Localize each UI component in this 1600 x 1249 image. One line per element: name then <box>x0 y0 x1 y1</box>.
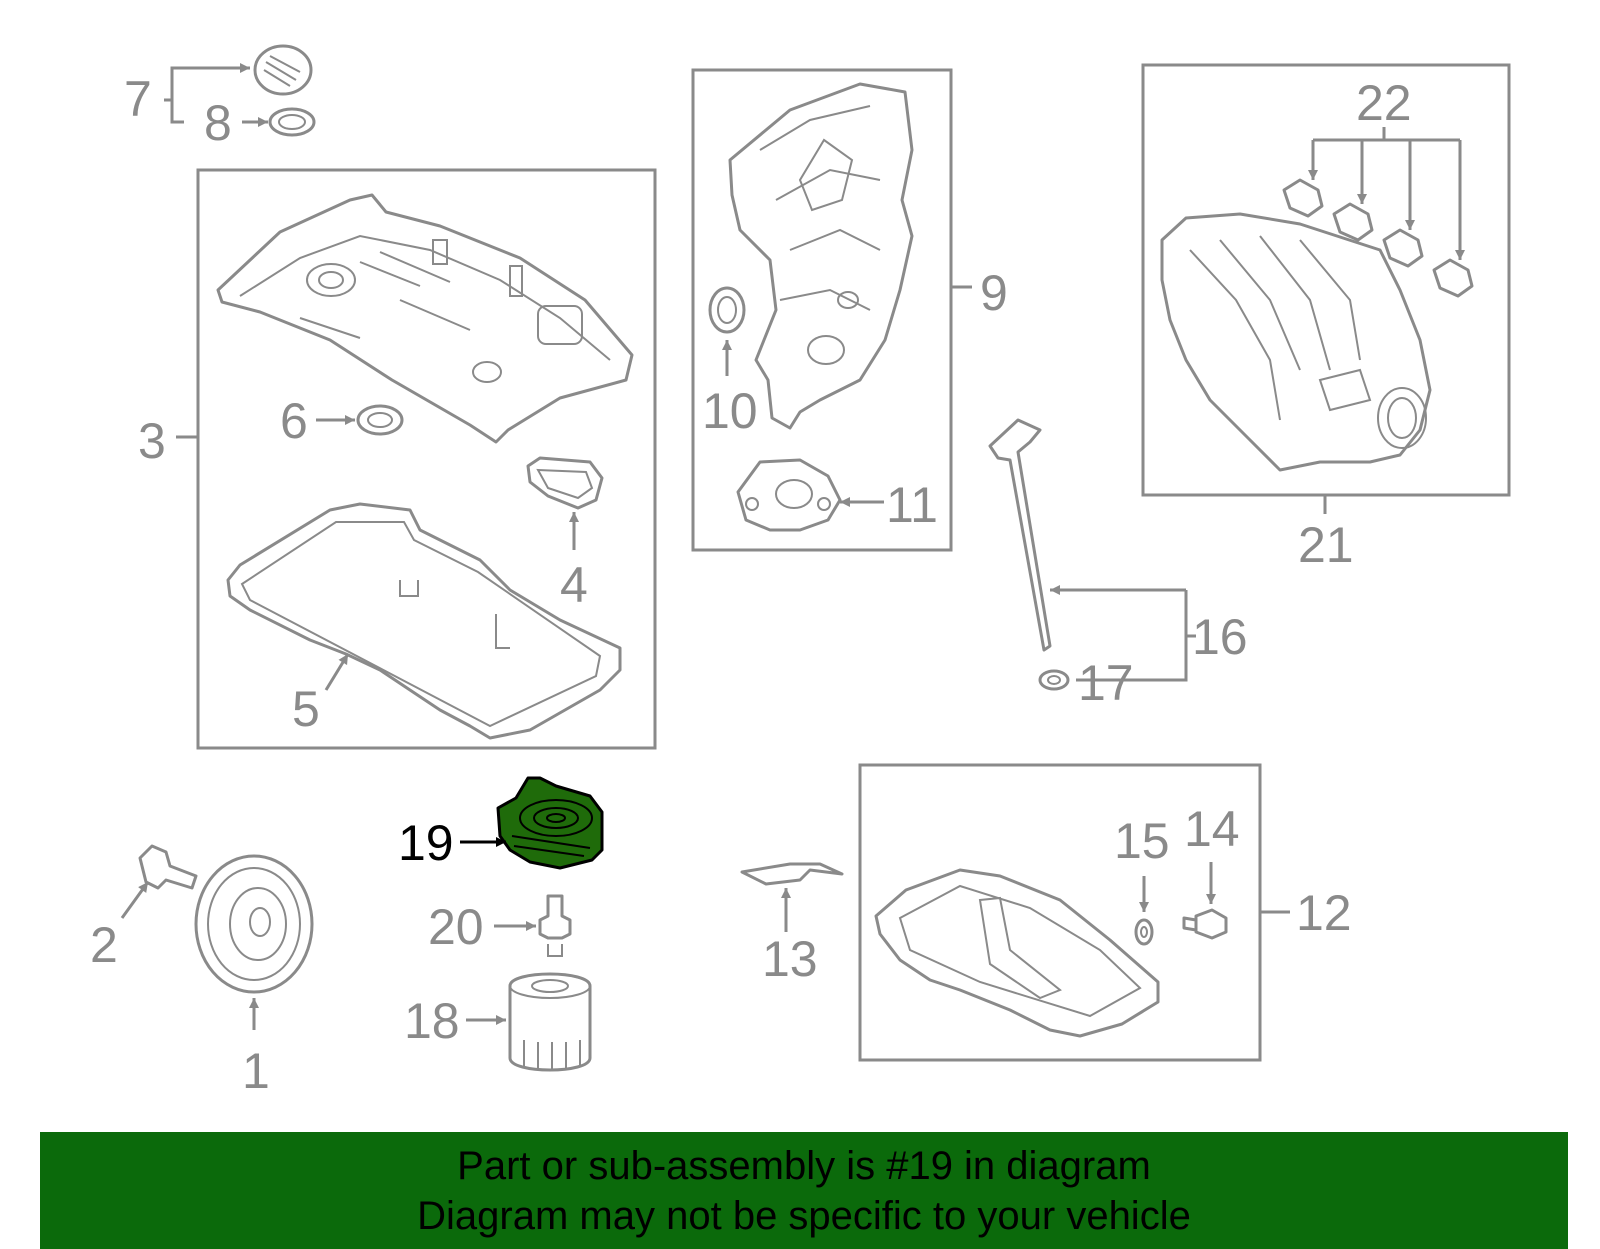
leader-7b <box>170 100 184 124</box>
callout-3: 3 <box>138 413 166 469</box>
callout-22: 22 <box>1356 75 1412 131</box>
manifold-gasket-3-part[interactable] <box>1382 228 1424 268</box>
callout-16: 16 <box>1192 609 1248 665</box>
dipstick-part[interactable] <box>988 418 1052 652</box>
manifold-gasket-4-part[interactable] <box>1432 258 1474 298</box>
callout-17: 17 <box>1078 655 1134 711</box>
drain-plug-part[interactable] <box>1182 908 1228 940</box>
callout-19: 19 <box>398 815 454 871</box>
leader-22-bar <box>1313 127 1460 142</box>
leader-16 <box>1076 590 1188 682</box>
oil-seal-part[interactable] <box>356 404 404 436</box>
callout-5: 5 <box>292 681 320 737</box>
callout-1: 1 <box>242 1043 270 1099</box>
crank-pulley-bolt-part[interactable] <box>138 844 198 890</box>
valve-cover-part[interactable] <box>216 193 634 444</box>
info-banner: Part or sub-assembly is #19 in diagram D… <box>40 1132 1568 1249</box>
group-box-valve-cover <box>196 168 657 750</box>
intake-manifold-part[interactable] <box>1160 212 1432 472</box>
callout-21: 21 <box>1298 517 1354 573</box>
callout-10: 10 <box>702 383 758 439</box>
leader-2 <box>120 881 150 919</box>
dipstick-o-ring-part[interactable] <box>1038 669 1070 691</box>
oil-pump-part[interactable] <box>736 458 842 532</box>
leader-7 <box>164 63 250 102</box>
spark-plug-gasket-part[interactable] <box>526 456 604 510</box>
parts-diagram: 1 2 3 4 5 6 7 8 9 10 11 12 13 14 15 16 1… <box>90 44 1511 1099</box>
oil-pan-baffle-part[interactable] <box>740 862 844 886</box>
filler-cap-seal-part[interactable] <box>268 107 316 137</box>
oil-filler-cap-part[interactable] <box>253 44 313 96</box>
banner-line-disclaimer: Diagram may not be specific to your vehi… <box>417 1193 1191 1238</box>
callout-2: 2 <box>90 917 118 973</box>
callout-8: 8 <box>204 95 232 151</box>
group-box-timing-cover <box>691 68 953 552</box>
front-crank-seal-part[interactable] <box>708 286 746 334</box>
callout-12: 12 <box>1296 885 1352 941</box>
manifold-gasket-1-part[interactable] <box>1282 178 1324 218</box>
callout-18: 18 <box>404 993 460 1049</box>
callout-7: 7 <box>124 71 152 127</box>
oil-cooler-part-highlighted[interactable] <box>496 776 604 870</box>
oil-cooler-bolt-part[interactable] <box>538 894 572 957</box>
callout-13: 13 <box>762 931 818 987</box>
callout-14: 14 <box>1184 801 1240 857</box>
manifold-gasket-2-part[interactable] <box>1332 202 1374 242</box>
oil-pan-part[interactable] <box>874 868 1160 1038</box>
callout-9: 9 <box>980 265 1008 321</box>
callout-4: 4 <box>560 557 588 613</box>
callout-20: 20 <box>428 899 484 955</box>
crankshaft-pulley-part[interactable] <box>194 854 314 994</box>
oil-filter-part[interactable] <box>508 972 592 1072</box>
callout-11: 11 <box>886 477 938 533</box>
banner-line-part-number: Part or sub-assembly is #19 in diagram <box>457 1143 1151 1188</box>
callout-15: 15 <box>1114 813 1170 869</box>
valve-cover-gasket-part[interactable] <box>226 502 622 740</box>
drain-plug-gasket-part[interactable] <box>1134 918 1154 946</box>
leader-5 <box>324 653 350 691</box>
callout-6: 6 <box>280 393 308 449</box>
timing-chain-cover-part[interactable] <box>728 82 914 430</box>
